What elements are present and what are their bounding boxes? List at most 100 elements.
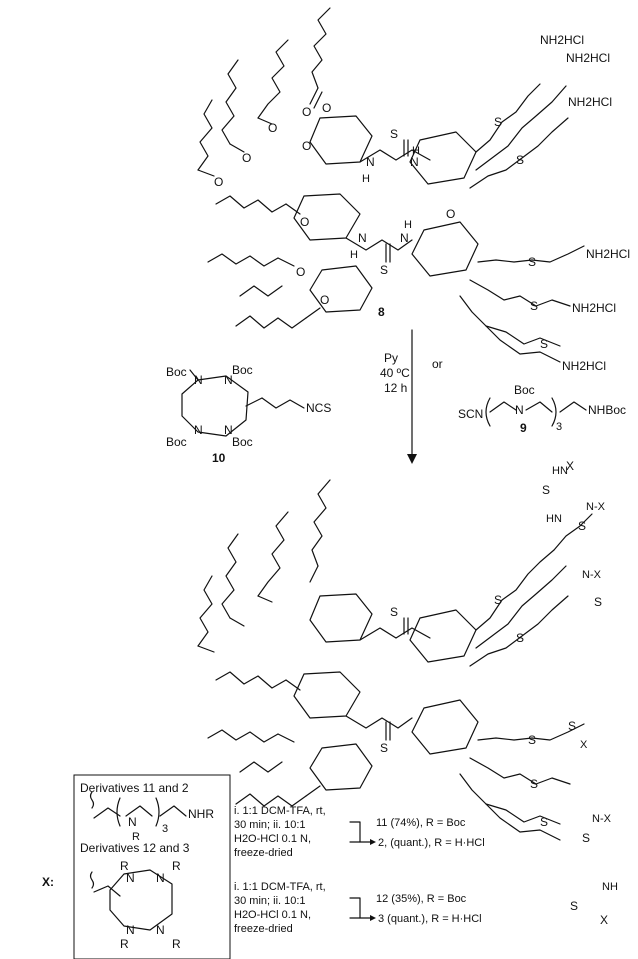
o-label: O bbox=[302, 105, 311, 119]
derivatives-a-title: Derivatives 11 and 2 bbox=[80, 781, 189, 795]
nhx-3: N-X bbox=[592, 813, 612, 825]
boc-4: Boc bbox=[232, 435, 253, 449]
arrowhead-b bbox=[370, 915, 376, 921]
derivative-a-fragment: N R 3 NHR bbox=[89, 791, 214, 843]
deprotect-b-1: i. 1:1 DCM-TFA, rt, bbox=[234, 881, 326, 893]
amine-4: NH2HCl bbox=[586, 247, 630, 261]
o-label: O bbox=[214, 175, 223, 189]
thiourea-s-top: S bbox=[390, 127, 398, 141]
o-label: O bbox=[322, 101, 331, 115]
s-label: S bbox=[530, 777, 538, 791]
s-label: S bbox=[516, 631, 524, 645]
condition-temp: 40 ºC bbox=[380, 366, 410, 380]
deprotect-b-2: 30 min; ii. 10:1 bbox=[234, 895, 306, 907]
bracket-a bbox=[349, 821, 361, 843]
n-label: N bbox=[156, 871, 165, 885]
derivatives-b-title: Derivatives 12 and 3 bbox=[80, 841, 190, 855]
amine-6: NH2HCl bbox=[562, 359, 606, 373]
h-label-1: H bbox=[362, 173, 370, 185]
repeat-label: 3 bbox=[162, 823, 168, 835]
bracket-b bbox=[349, 897, 361, 919]
r-label: R bbox=[172, 859, 181, 873]
n-label: N bbox=[156, 923, 165, 937]
compound-8-structure: S N N H H S N N H H O O O O O O O O O O … bbox=[197, 7, 630, 373]
n-label: N bbox=[194, 373, 203, 387]
s-label: S bbox=[540, 815, 548, 829]
boc-9: Boc bbox=[514, 383, 535, 397]
s-label: S bbox=[528, 733, 536, 747]
o-label: O bbox=[242, 151, 251, 165]
o-label: O bbox=[296, 265, 305, 279]
scn-label: SCN bbox=[458, 407, 483, 421]
r-label: R bbox=[120, 937, 129, 951]
nhr-label: NHR bbox=[188, 807, 214, 821]
compound-number-9: 9 bbox=[520, 421, 527, 435]
thiourea-s-bottom: S bbox=[380, 263, 388, 277]
nh-lower-right: N bbox=[400, 231, 409, 245]
n-label: N bbox=[126, 923, 135, 937]
o-label: O bbox=[268, 121, 277, 135]
deprotect-b-4: freeze-dried bbox=[234, 923, 293, 935]
s-label: S bbox=[568, 719, 576, 733]
boc-3: Boc bbox=[166, 435, 187, 449]
o-label: O bbox=[446, 207, 455, 221]
repeat-3: 3 bbox=[556, 421, 562, 433]
arrowhead-a bbox=[370, 839, 376, 845]
r-label: R bbox=[132, 831, 140, 843]
n-label: N bbox=[224, 423, 233, 437]
r-label: R bbox=[172, 937, 181, 951]
h-label-2: H bbox=[412, 145, 420, 157]
amine-3: NH2HCl bbox=[568, 95, 612, 109]
s-label: S bbox=[380, 741, 388, 755]
product-3: 3 (quant.), R = H·HCl bbox=[378, 913, 482, 925]
s-label: S bbox=[494, 593, 502, 607]
deprotect-a-1: i. 1:1 DCM-TFA, rt, bbox=[234, 805, 326, 817]
s-label: S bbox=[528, 255, 536, 269]
ncs-label: NCS bbox=[306, 401, 331, 415]
n-label: N bbox=[224, 373, 233, 387]
o-label: O bbox=[320, 293, 329, 307]
x-1: X bbox=[566, 459, 574, 473]
nhx-2: N-X bbox=[582, 569, 602, 581]
x-label: X: bbox=[42, 875, 54, 889]
arrowhead bbox=[407, 454, 417, 464]
condition-solvent: Py bbox=[384, 351, 398, 365]
s-label: S bbox=[516, 153, 524, 167]
s-label: S bbox=[578, 519, 586, 533]
boc-2: Boc bbox=[232, 363, 253, 377]
nhboc-label: NHBoc bbox=[588, 403, 626, 417]
product-2: 2, (quant.), R = H·HCl bbox=[378, 837, 485, 849]
boc-1: Boc bbox=[166, 365, 187, 379]
nh-left: N bbox=[366, 155, 375, 169]
nh-lower-left: N bbox=[358, 231, 367, 245]
s-label: S bbox=[570, 899, 578, 913]
product-structure: HN X S HN N-X S N-X S X S N-X S NH S X S… bbox=[197, 459, 618, 927]
nhx-1: N-X bbox=[586, 501, 606, 513]
s-label: S bbox=[494, 115, 502, 129]
s-label: S bbox=[594, 595, 602, 609]
n-label: N bbox=[515, 403, 524, 417]
product-11: 11 (74%), R = Boc bbox=[376, 817, 466, 829]
x-definition-box bbox=[73, 774, 231, 959]
condition-time: 12 h bbox=[384, 381, 407, 395]
o-label: O bbox=[302, 139, 311, 153]
deprotect-b-3: H2O-HCl 0.1 N, bbox=[234, 909, 311, 921]
deprotect-a-3: H2O-HCl 0.1 N, bbox=[234, 833, 311, 845]
h-label-4: H bbox=[350, 249, 358, 261]
n-label: N bbox=[194, 423, 203, 437]
condition-or: or bbox=[432, 357, 443, 371]
reagent-9-structure: SCN N Boc 3 NHBoc 9 bbox=[458, 383, 626, 435]
s-label: S bbox=[542, 483, 550, 497]
s-label: S bbox=[390, 605, 398, 619]
reagent-10-structure: Boc Boc Boc Boc N N N N NCS 10 bbox=[166, 363, 331, 465]
s-label: S bbox=[540, 337, 548, 351]
x-4: X bbox=[600, 913, 608, 927]
n-label: N bbox=[126, 871, 135, 885]
nh-right: N bbox=[410, 155, 419, 169]
s-label: S bbox=[582, 831, 590, 845]
hn-1: HN bbox=[546, 513, 562, 525]
deprotect-a-4: freeze-dried bbox=[234, 847, 293, 859]
o-label: O bbox=[300, 215, 309, 229]
h-label-3: H bbox=[404, 219, 412, 231]
product-12: 12 (35%), R = Boc bbox=[376, 893, 467, 905]
